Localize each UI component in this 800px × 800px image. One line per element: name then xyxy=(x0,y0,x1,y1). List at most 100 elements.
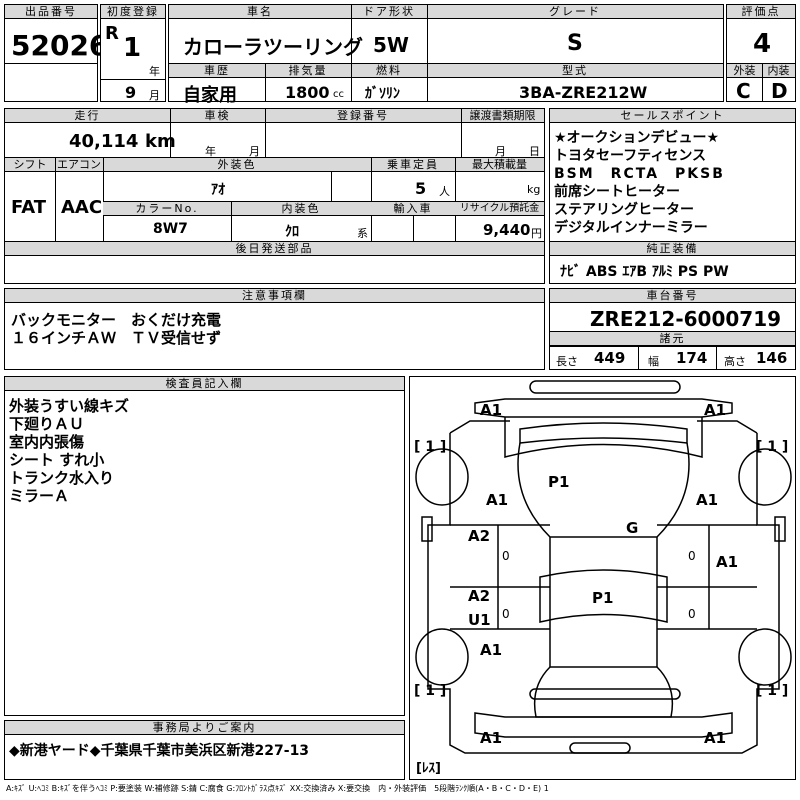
color-no-label: カラーNo. xyxy=(103,202,231,216)
sales-point-3: BSM RCTA PKSB xyxy=(554,166,725,182)
recycle-fee: 9,440 xyxy=(483,221,531,239)
capacity-unit: 人 xyxy=(439,185,450,198)
max-load-unit: kg xyxy=(527,183,541,196)
fuel: ｶﾞｿﾘﾝ xyxy=(365,86,400,102)
int-color-label: 内装色 xyxy=(231,202,371,216)
legend: A:ｷｽﾞ U:ﾍｺﾐ B:ｷｽﾞを伴うﾍｺﾐ P:要塗装 W:補修跡 S:錆 … xyxy=(6,784,549,793)
mark-front-right: A1 xyxy=(704,401,727,419)
recycle-label: リサイクル預託金 xyxy=(455,202,544,216)
mark-fender-right: A1 xyxy=(696,491,719,509)
mark-door-fr: A1 xyxy=(716,553,739,571)
mark-door-fl-sub: 0 xyxy=(502,549,510,563)
displacement-label: 排気量 xyxy=(265,64,351,78)
first-reg-label: 初度登録 xyxy=(101,5,165,19)
ext-color-label: 外装色 xyxy=(103,158,371,172)
first-reg-era: R xyxy=(105,23,119,44)
notes-label: 注意事項欄 xyxy=(5,289,544,303)
car-info-box: 車名 ドア形状 グレード カローラツーリング 5W S 車歴 排気量 燃料 型式… xyxy=(168,4,724,106)
score-label: 評価点 xyxy=(727,5,795,19)
mark-rear-right: A1 xyxy=(704,729,727,747)
door-type: 5W xyxy=(373,33,409,57)
mark-fender-left: A1 xyxy=(486,491,509,509)
int-score-label: 内装 xyxy=(762,64,795,78)
details-box: 走行 車検 登録番号 譲渡書類期限 40,114 km 年 月 月 日 シフト … xyxy=(4,108,545,284)
car-name-label: 車名 xyxy=(169,5,351,19)
int-score: D xyxy=(771,79,788,103)
transfer-month-unit: 月 xyxy=(495,145,506,158)
first-reg-month-unit: 月 xyxy=(149,89,160,102)
import-label: 輸入車 xyxy=(371,202,455,216)
width: 174 xyxy=(676,349,708,367)
color-no: 8W7 xyxy=(153,221,188,237)
mark-door-fl: A2 xyxy=(468,527,491,545)
ext-score-label: 外装 xyxy=(727,64,762,78)
chassis-number: ZRE212-6000719 xyxy=(590,307,782,331)
inspector-line-6: ミラーＡ xyxy=(9,487,70,505)
office-info: ◆新港ヤード◆千葉県千葉市美浜区新港227-13 xyxy=(9,743,310,759)
history-label: 車歴 xyxy=(169,64,265,78)
sales-points-label: セールスポイント xyxy=(550,109,795,123)
lot-label: 出品番号 xyxy=(5,5,97,19)
history: 自家用 xyxy=(183,85,237,106)
grade-label: グレード xyxy=(427,5,723,19)
mark-door-rl-sub: 0 xyxy=(502,607,510,621)
overall-score: 4 xyxy=(753,29,772,59)
car-outline xyxy=(415,380,792,754)
mark-door-rl-u: U1 xyxy=(468,611,491,629)
sales-point-1: ★オークションデビュー★ xyxy=(554,130,720,146)
damage-diagram: A1 A1 P1 A1 A1 G A2 0 0 A1 A2 P1 0 0 U1 … xyxy=(409,376,796,780)
shift-label: シフト xyxy=(5,158,55,172)
office-label: 事務局よりご案内 xyxy=(5,721,404,735)
width-label: 幅 xyxy=(648,355,659,368)
inspection-month-unit: 月 xyxy=(249,145,260,158)
mileage-label: 走行 xyxy=(5,109,170,123)
mark-door-fr-sub: 0 xyxy=(688,549,696,563)
int-color: ｸﾛ xyxy=(285,224,299,240)
tire-front-right: [ 1 ] xyxy=(756,439,789,455)
first-reg-year-unit: 年 xyxy=(149,65,160,78)
mileage: 40,114 xyxy=(69,131,139,152)
ext-score: C xyxy=(736,79,751,103)
score-box: 評価点 4 外装 内装 C D xyxy=(726,4,796,103)
chassis-label: 車台番号 xyxy=(550,289,795,303)
note-line-1: バックモニター おくだけ充電 xyxy=(11,311,222,329)
sales-points-box: セールスポイント ★オークションデビュー★ トヨタセーフティセンス BSM RC… xyxy=(549,108,796,284)
tire-rear-left: [ 1 ] xyxy=(414,683,447,699)
inspector-line-3: 室内内張傷 xyxy=(9,433,85,451)
lot-box: 出品番号 52026 xyxy=(4,4,108,102)
mark-door-rr-sub: 0 xyxy=(688,607,696,621)
chassis-box: 車台番号 ZRE212-6000719 諸元 長さ 449 幅 174 高さ 1… xyxy=(549,288,796,370)
max-load-label: 最大積載量 xyxy=(455,158,544,172)
later-parts-label: 後日発送部品 xyxy=(5,242,544,256)
inspector-label: 検査員記入欄 xyxy=(5,377,404,391)
transfer-label: 譲渡書類期限 xyxy=(461,109,544,123)
displacement-unit: cc xyxy=(333,89,344,100)
mark-glass: G xyxy=(626,519,639,537)
ext-color: ｱｵ xyxy=(211,182,225,198)
length: 449 xyxy=(594,349,626,367)
notes-box: 注意事項欄 バックモニター おくだけ充電 １６インチＡＷ ＴＶ受信せず xyxy=(4,288,545,370)
mark-front-left: A1 xyxy=(480,401,503,419)
inspector-box: 検査員記入欄 外装うすい線キズ 下廻りＡＵ 室内内張傷 シート すれ小 トランク… xyxy=(4,376,405,716)
sales-point-6: デジタルインナーミラー xyxy=(554,220,708,236)
first-registration-box: 初度登録 R 1 年 9 月 xyxy=(100,4,166,102)
specs-label: 諸元 xyxy=(550,332,795,346)
inspector-line-5: トランク水入り xyxy=(9,469,115,487)
height-label: 高さ xyxy=(724,355,746,368)
equipment: ﾅﾋﾞ ABS ｴｱB ｱﾙﾐ PS PW xyxy=(560,264,729,280)
sales-point-5: ステアリングヒーター xyxy=(554,202,694,218)
mark-door-rl: A2 xyxy=(468,587,491,605)
inspector-line-2: 下廻りＡＵ xyxy=(9,415,85,433)
capacity: 5 xyxy=(415,179,427,198)
model-type: 3BA-ZRE212W xyxy=(519,83,648,102)
model-type-label: 型式 xyxy=(427,64,723,78)
sales-point-4: 前席シートヒーター xyxy=(554,184,680,200)
inspector-line-1: 外装うすい線キズ xyxy=(9,397,130,415)
mark-quarter-left: A1 xyxy=(480,641,503,659)
lot-number: 52026 xyxy=(11,29,109,62)
displacement: 1800 xyxy=(285,83,330,102)
inspection-label: 車検 xyxy=(170,109,265,123)
first-reg-year: 1 xyxy=(123,33,142,63)
mileage-unit: km xyxy=(145,131,176,152)
height: 146 xyxy=(756,349,788,367)
